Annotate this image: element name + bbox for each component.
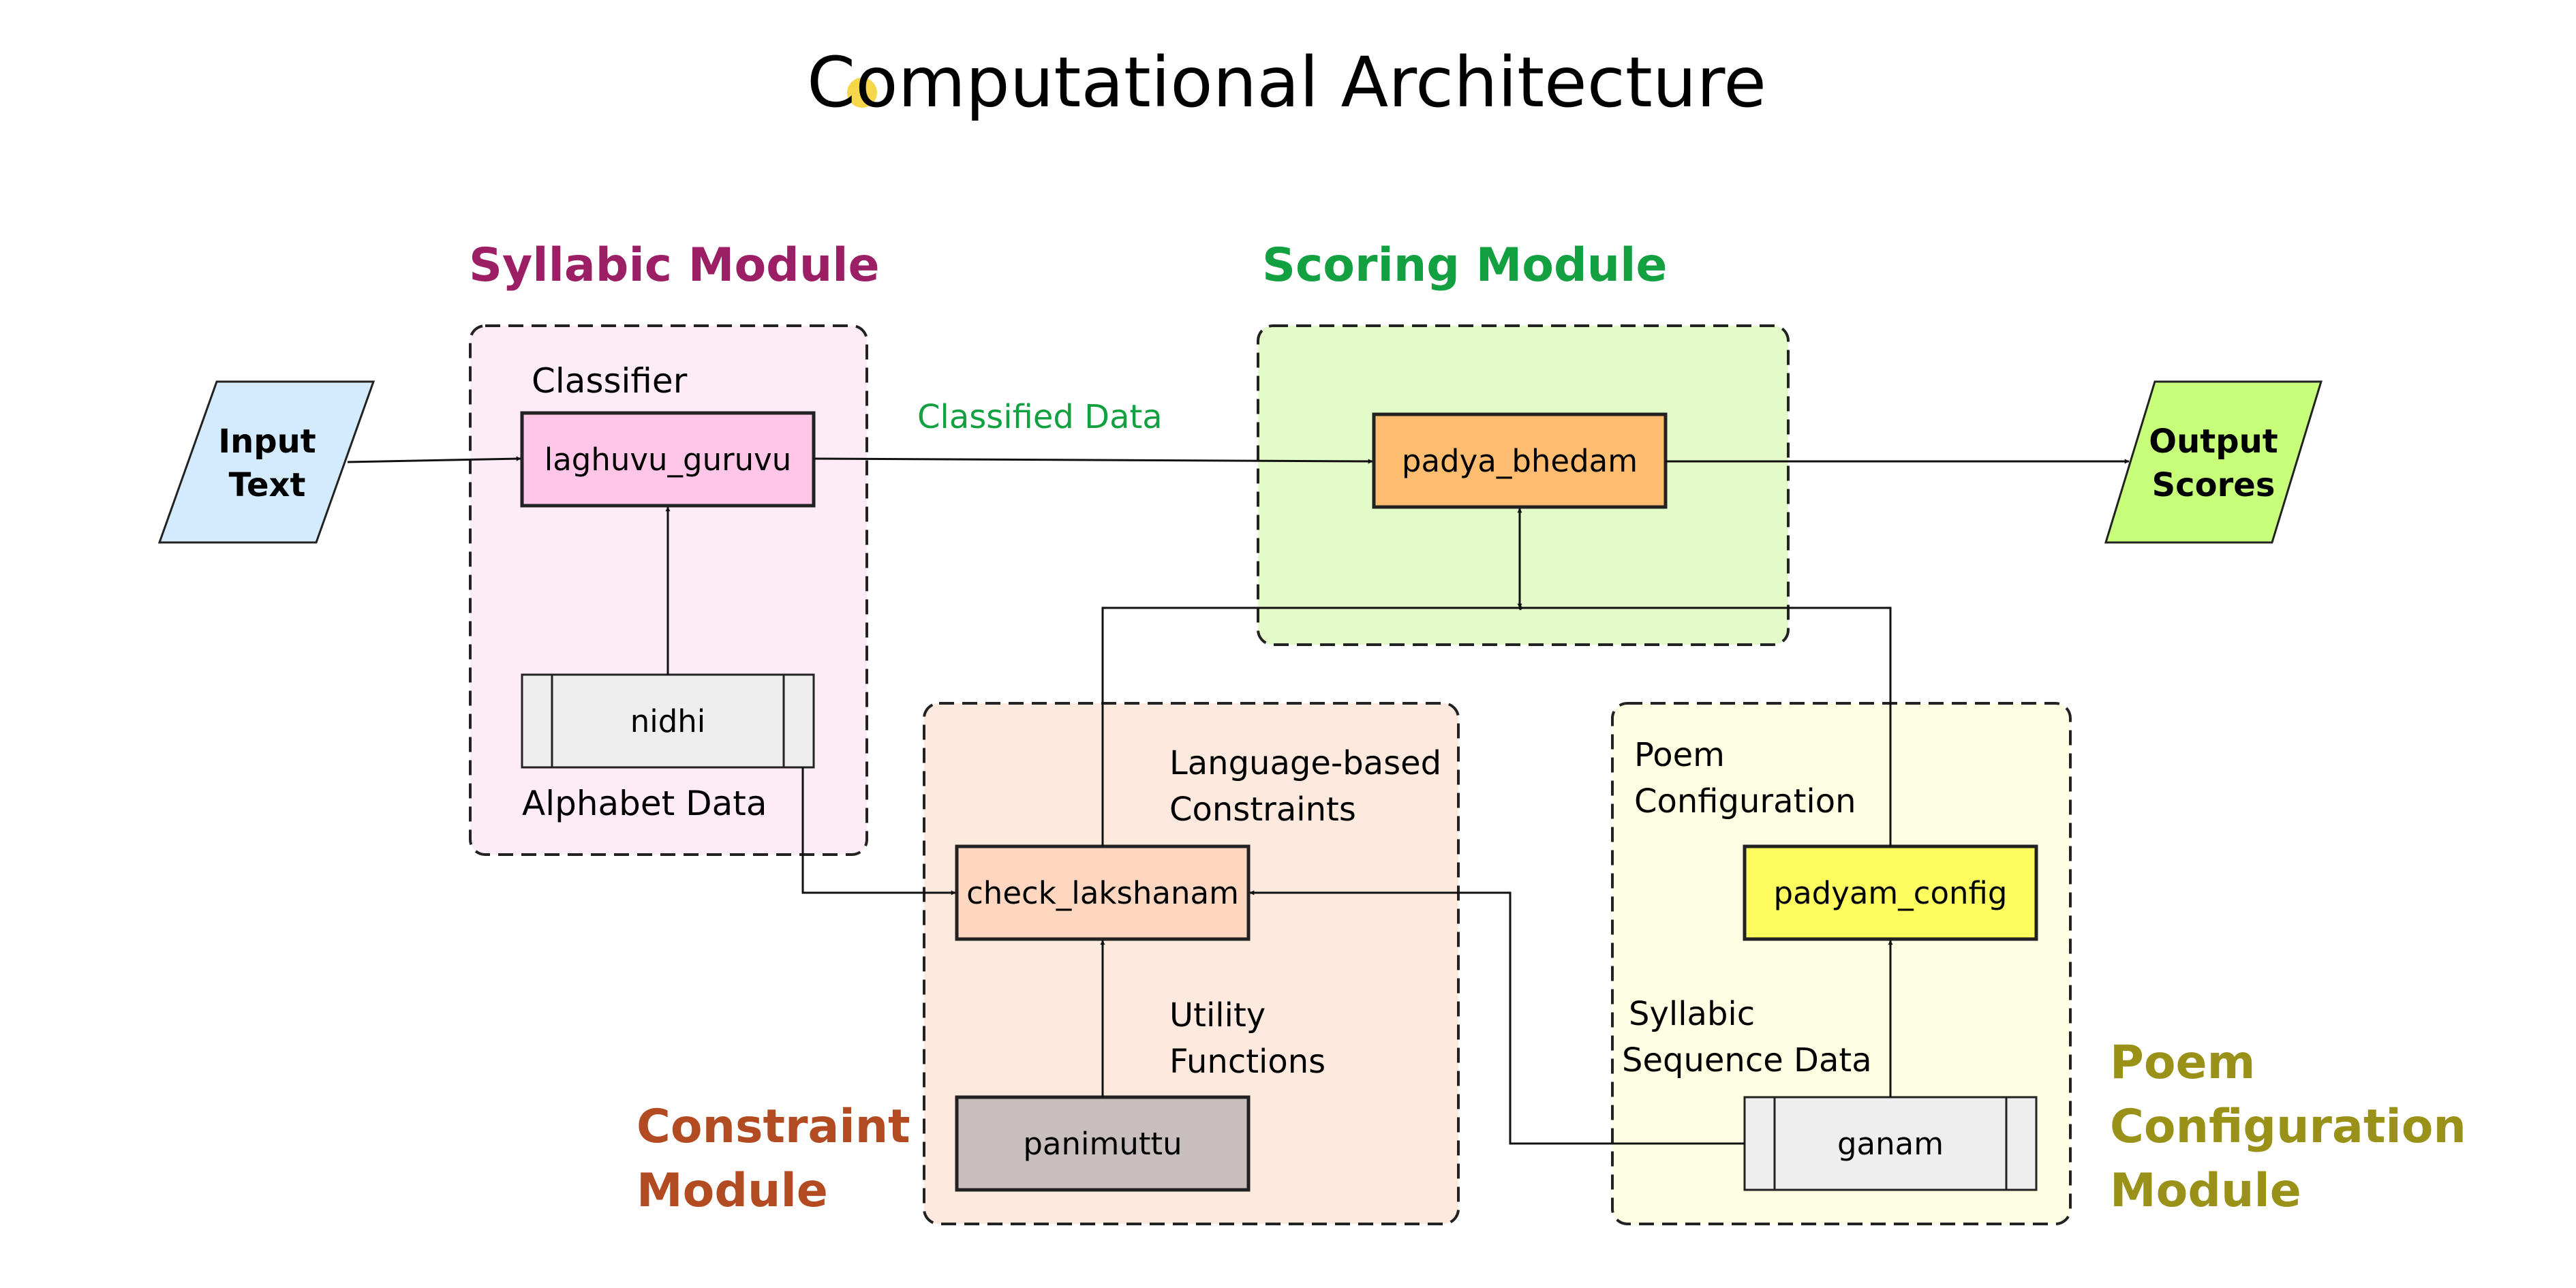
constraint-module-container xyxy=(923,702,1460,1225)
utility-functions-annotation-line1: Utility xyxy=(1169,996,1266,1034)
ganam-label: ganam xyxy=(1837,1126,1944,1162)
laghuvu-guruvu-label: laghuvu_guruvu xyxy=(545,442,792,478)
padyam-config-label: padyam_config xyxy=(1774,875,2008,911)
classified-data-annotation: Classified Data xyxy=(917,398,1163,436)
language-constraints-annotation-line2: Constraints xyxy=(1169,791,1356,829)
output-scores-label-line2: Scores xyxy=(2152,466,2275,504)
scoring-module-label: Scoring Module xyxy=(1262,239,1668,292)
poem-configuration-annotation-line1: Poem xyxy=(1634,736,1725,774)
padya-bhedam-label: padya_bhedam xyxy=(1402,443,1638,479)
poem-config-module-container xyxy=(1611,702,2072,1225)
diagram-title: Computational Architecture xyxy=(807,42,1766,123)
utility-functions-annotation-line2: Functions xyxy=(1169,1043,1325,1081)
input-text-node xyxy=(157,380,375,544)
input-text-label-line1: Input xyxy=(218,423,316,461)
panimuttu-label: panimuttu xyxy=(1023,1126,1182,1162)
padyam-config-to-scoring-connector xyxy=(1516,605,1892,846)
nidhi-label: nidhi xyxy=(630,703,706,739)
language-constraints-annotation-line1: Language-based xyxy=(1169,744,1441,782)
constraint-module-label-line1: Constraint xyxy=(637,1100,910,1154)
check-lakshanam-node xyxy=(955,844,1251,941)
check-lakshanam-label: check_lakshanam xyxy=(966,875,1239,911)
syllabic-module-label: Syllabic Module xyxy=(469,239,880,292)
syllabic-sequence-annotation-line1: Syllabic xyxy=(1629,995,1755,1033)
constraint-module-label-line2: Module xyxy=(637,1164,828,1218)
poem-config-module-label-line3: Module xyxy=(2110,1164,2301,1218)
ganam-node xyxy=(1743,1096,2038,1191)
nidhi-to-check-lakshanam-connector xyxy=(801,767,956,895)
title-accent-dot xyxy=(847,78,877,108)
output-scores-node xyxy=(2104,380,2323,544)
ganam-to-check-lakshanam-connector xyxy=(1249,890,1745,1145)
poem-config-module-label-line1: Poem xyxy=(2110,1036,2256,1090)
syllabic-sequence-annotation-line2: Sequence Data xyxy=(1622,1041,1872,1079)
poem-configuration-annotation-line2: Configuration xyxy=(1634,782,1856,821)
input-text-label-line2: Text xyxy=(229,466,306,504)
output-scores-label-line1: Output xyxy=(2149,423,2278,461)
nidhi-node xyxy=(521,673,815,769)
alphabet-data-annotation: Alphabet Data xyxy=(522,784,767,823)
laghuvu-to-padya-bhedam-arrow xyxy=(813,457,1373,464)
check-lakshanam-to-scoring-connector xyxy=(1101,605,1524,846)
classifier-annotation: Classifier xyxy=(532,361,688,401)
poem-config-module-label-line2: Configuration xyxy=(2110,1100,2466,1154)
input-to-laghuvu-arrow xyxy=(347,456,521,463)
